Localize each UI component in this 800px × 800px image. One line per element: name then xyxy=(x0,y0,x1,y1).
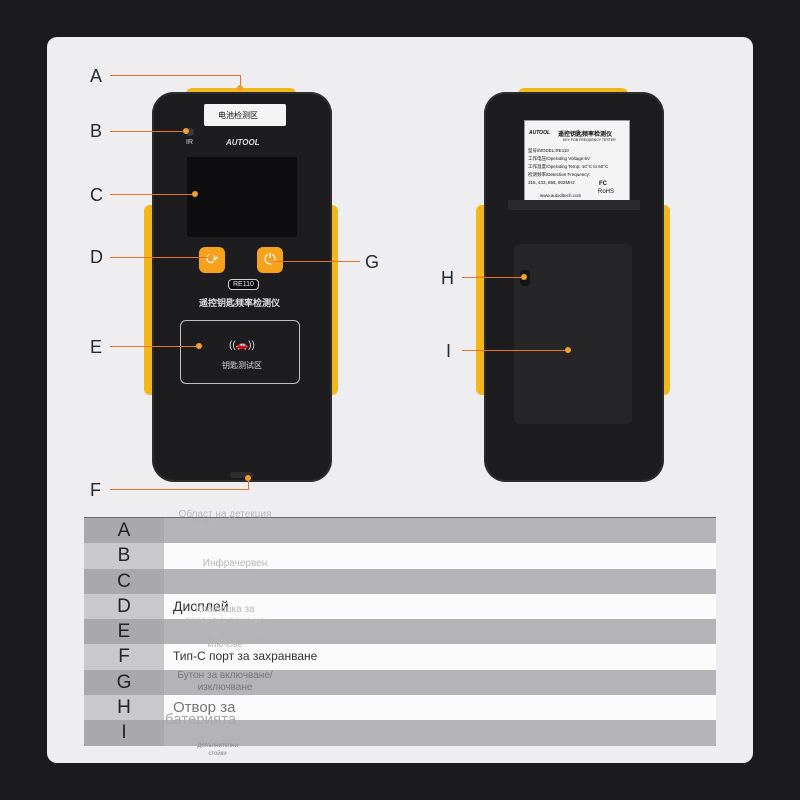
callout-line-b xyxy=(110,131,186,132)
ir-sensor xyxy=(186,128,194,136)
callout-dot-d xyxy=(208,254,214,260)
overlay-text-b: Инфрачервен приемник xyxy=(202,558,268,581)
callout-dot-h xyxy=(521,274,527,280)
table-row: B xyxy=(84,543,716,569)
table-row: G xyxy=(84,669,716,696)
callout-line-a xyxy=(110,75,240,76)
table-row: D Дисплей xyxy=(84,593,716,620)
label-site: www.autooltech.com xyxy=(540,193,582,198)
callout-dot-i xyxy=(565,347,571,353)
row-letter: C xyxy=(84,568,164,594)
callout-dot-b xyxy=(183,128,189,134)
row-letter: B xyxy=(84,543,164,569)
callout-line-f xyxy=(110,489,248,490)
callout-letter-f: F xyxy=(90,480,101,500)
switch-button[interactable]: ⟳ xyxy=(199,247,225,273)
callout-dot-e xyxy=(196,343,202,349)
callout-letter-d: D xyxy=(90,247,103,267)
ir-label: IR xyxy=(186,139,193,146)
rohs-mark: RoHS xyxy=(598,189,615,195)
overlay-text-d: Клавишка за превключване на xyxy=(184,604,266,627)
label-subtitle: KEY FOB FREQUENCY TESTER xyxy=(563,138,616,142)
label-line-4: 检测频率/Detection Frequency: xyxy=(528,172,591,177)
label-line-3: 工作温度/Operating Temp:-10°C to 60°C xyxy=(528,164,609,169)
callout-letter-e: E xyxy=(90,337,103,357)
callout-line-d xyxy=(110,257,210,258)
label-title: 遥控钥匙频率检测仪 xyxy=(558,132,613,138)
label-line-1: 型号/MODEL:RE110 xyxy=(528,148,569,153)
table-row: I xyxy=(84,720,716,746)
key-test-zone xyxy=(180,320,300,384)
spec-label xyxy=(524,120,630,204)
battery-zone xyxy=(204,104,286,126)
legend-table: A B C D Дисплей E F Тип-С порт за захранва… xyxy=(84,518,716,746)
display-screen xyxy=(187,157,297,237)
callout-line-h xyxy=(462,277,524,278)
row-letter: G xyxy=(84,669,164,696)
callout-letter-g: G xyxy=(365,252,380,272)
overlay-text-g: Бутон за включване/изключване xyxy=(177,670,273,693)
device-title: 遥控钥匙频率检测仪 xyxy=(199,298,281,308)
callout-line-c xyxy=(110,194,194,195)
overlay-text-i: Допълнителни стойки xyxy=(197,743,238,757)
row-letter: F xyxy=(84,644,164,670)
row-desc: Дисплей xyxy=(173,597,229,614)
callout-letter-c: C xyxy=(90,185,103,205)
callout-line-e xyxy=(110,346,198,347)
callout-line-i xyxy=(462,350,568,351)
row-letter: D xyxy=(84,593,164,620)
hinge xyxy=(508,200,640,210)
callout-letter-i: I xyxy=(446,341,452,361)
key-zone-label: 钥匙测试区 xyxy=(222,361,262,370)
table-row: F Тип-С порт за захранване xyxy=(84,644,716,670)
model-badge: RE110 xyxy=(228,279,259,290)
table-row: C xyxy=(84,568,716,594)
fcc-mark: FC xyxy=(599,181,607,187)
callout-letter-b: B xyxy=(90,121,103,141)
row-letter: H xyxy=(84,695,164,721)
brand-logo: AUTOOL xyxy=(226,138,260,147)
callout-dot-a xyxy=(237,85,243,91)
overlay-text-h: батерията xyxy=(165,711,237,728)
label-line-5: 315, 433, 868, 902MHz xyxy=(528,180,575,185)
overlay-text-a: Област на детекция на батерията xyxy=(178,509,272,532)
callout-dot-g xyxy=(269,258,275,264)
callout-letter-h: H xyxy=(441,268,454,288)
row-letter: A xyxy=(84,518,164,544)
callout-vline-a xyxy=(240,75,241,88)
callout-vline-f xyxy=(248,478,249,490)
label-line-2: 工作电压/Operating Voltage:6V xyxy=(528,156,591,161)
callout-line-g xyxy=(272,261,360,262)
nfc-icon: ((🚗)) xyxy=(229,340,255,351)
callout-dot-f xyxy=(245,475,251,481)
back-brand: AUTOOL xyxy=(529,130,551,136)
kickstand[interactable] xyxy=(514,244,632,424)
table-row: E xyxy=(84,619,716,645)
battery-zone-label: 电池检测区 xyxy=(218,111,258,120)
usb-c-port xyxy=(230,472,254,478)
callout-dot-c xyxy=(192,191,198,197)
row-letter: E xyxy=(84,619,164,645)
overlay-text-e: Област за тестване на ключове xyxy=(177,627,273,649)
table-row: H Отвор за xyxy=(84,695,716,721)
row-desc: Тип-С порт за захранване xyxy=(173,649,318,664)
row-desc: Отвор за xyxy=(173,699,236,717)
table-row: A xyxy=(84,518,716,544)
row-letter: I xyxy=(84,720,164,746)
callout-letter-a: A xyxy=(90,66,103,86)
